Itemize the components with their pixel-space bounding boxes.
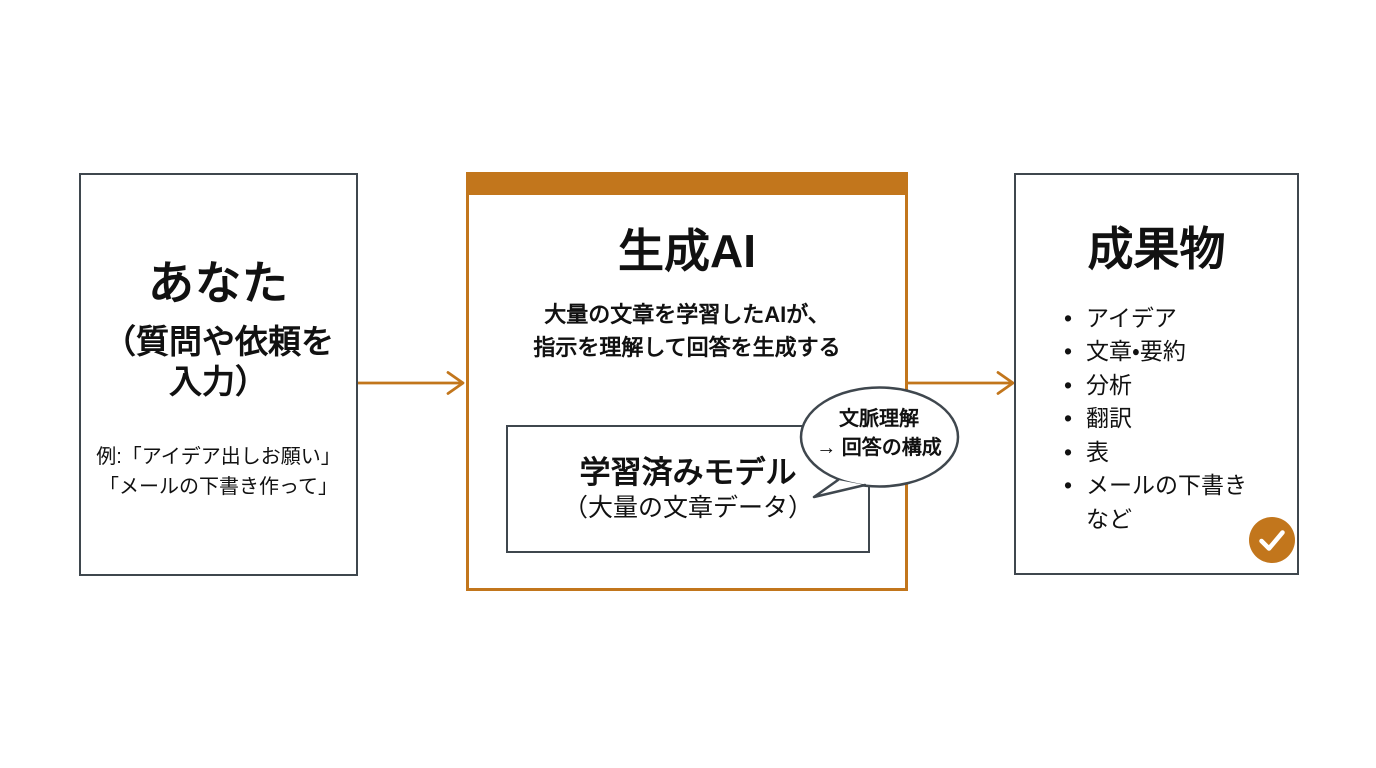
user-box-example-line2: 「メールの下書き作って」	[99, 476, 338, 499]
list-item: 表	[1064, 436, 1297, 470]
list-item: メールの下書き など	[1064, 469, 1297, 536]
generative-ai-description-line1: 大量の文章を学習したAIが、	[544, 301, 830, 327]
speech-bubble-line2: → 回答の構成	[816, 437, 942, 459]
bullet-icon	[1064, 402, 1086, 436]
generative-ai-box-header-bar	[469, 175, 905, 195]
generative-ai-description-line2: 指示を理解して回答を生成する	[533, 334, 841, 360]
arrow-ai-to-output-icon	[905, 369, 1017, 397]
check-icon	[1259, 530, 1285, 551]
speech-bubble-line1: 文脈理解	[839, 408, 919, 430]
list-item: アイデア	[1064, 302, 1297, 336]
bullet-icon	[1064, 469, 1086, 503]
output-box-title: 成果物	[1087, 223, 1226, 275]
trained-model-title: 学習済みモデル	[579, 454, 797, 490]
list-item: 翻訳	[1064, 402, 1297, 436]
bullet-icon	[1064, 335, 1086, 369]
user-box-example-line1: 例:「アイデア出しお願い」	[96, 446, 341, 469]
user-box-subtitle: （質問や依頼を 入力）	[81, 322, 356, 403]
generative-ai-description: 大量の文章を学習したAIが、 指示を理解して回答を生成する	[469, 298, 905, 364]
speech-bubble-text: 文脈理解 → 回答の構成	[793, 381, 965, 487]
bullet-icon	[1064, 302, 1086, 336]
bullet-icon	[1064, 369, 1086, 403]
arrow-user-to-ai-icon	[355, 369, 467, 397]
list-item: 分析	[1064, 369, 1297, 403]
list-item: 文章・要約	[1064, 335, 1297, 369]
check-badge	[1249, 517, 1295, 563]
generative-ai-box: 生成AI 大量の文章を学習したAIが、 指示を理解して回答を生成する 学習済みモ…	[466, 172, 908, 591]
speech-bubble: 文脈理解 → 回答の構成	[793, 381, 965, 505]
output-box: 成果物 アイデア 文章・要約 分析 翻訳 表	[1014, 173, 1299, 575]
user-box-subtitle-line1: （質問や依頼を	[103, 322, 334, 360]
output-list: アイデア 文章・要約 分析 翻訳 表 メールの下書き など	[1064, 302, 1297, 537]
user-box-subtitle-line2: 入力）	[169, 363, 268, 401]
speech-bubble-shape-icon	[799, 386, 960, 499]
user-input-box: あなた （質問や依頼を 入力） 例:「アイデア出しお願い」 「メールの下書き作っ…	[79, 173, 358, 576]
bullet-icon	[1064, 436, 1086, 470]
user-box-title: あなた	[148, 257, 289, 309]
user-box-example: 例:「アイデア出しお願い」 「メールの下書き作って」	[81, 442, 356, 502]
trained-model-subtitle: （大量の文章データ）	[562, 494, 813, 523]
generative-ai-title: 生成AI	[618, 225, 756, 277]
